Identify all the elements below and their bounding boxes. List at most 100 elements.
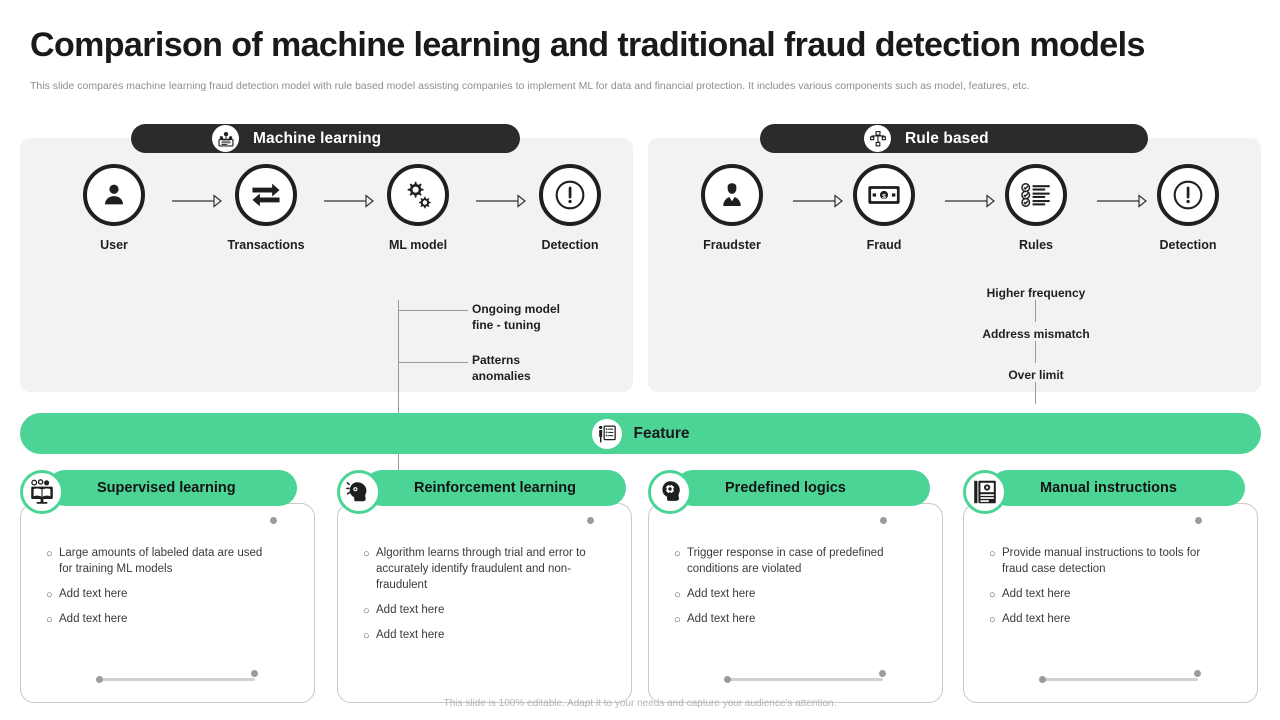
bullet-text: Add text here <box>376 628 445 641</box>
head-reward-icon <box>337 470 381 514</box>
list-item: ○ Add text here <box>674 587 897 603</box>
head-gear-icon <box>648 470 692 514</box>
list-item: ○ Add text here <box>989 587 1220 603</box>
card-title: Reinforcement learning <box>414 480 576 496</box>
list-item: ○ Provide manual instructions to tools f… <box>989 546 1220 578</box>
card-header[interactable]: Predefined logics <box>675 470 930 506</box>
card-connector-dot-bottom-right <box>251 670 258 677</box>
user-icon-circle <box>83 164 145 226</box>
flow-arrow-1 <box>172 194 222 208</box>
bullet-marker: ○ <box>46 588 53 601</box>
rule-detail-address-mismatch: Address mismatch <box>982 327 1090 341</box>
document-gear-icon <box>963 470 1007 514</box>
slide-footer: This slide is 100% editable. Adapt it to… <box>443 698 837 709</box>
flow-node-transactions[interactable]: Transactions <box>223 164 309 252</box>
bullet-marker: ○ <box>674 548 681 560</box>
flow-node-label: Detection <box>1159 238 1217 252</box>
bullet-marker: ○ <box>46 548 53 560</box>
card-header[interactable]: Manual instructions <box>990 470 1245 506</box>
panel-rule-based: Fraudster $ Fraud <box>648 138 1261 404</box>
flow-node-label: ML model <box>388 238 448 252</box>
detection-icon-circle <box>1157 164 1219 226</box>
card-title: Manual instructions <box>1040 480 1177 496</box>
ml-tree-icon-glyph <box>217 131 234 147</box>
book-monitor-icon <box>20 470 64 514</box>
list-item: ○ Algorithm learns through trial and err… <box>363 546 591 594</box>
bullet-text: Add text here <box>59 587 128 600</box>
flow-node-label: Fraud <box>866 238 902 252</box>
card-connector-dot-bottom-left <box>96 676 103 683</box>
card-connector-dot-top <box>880 517 887 524</box>
card-connector-dot-top <box>587 517 594 524</box>
card-connector-dot-top <box>270 517 277 524</box>
bullet-marker: ○ <box>989 548 996 560</box>
card-bullet-list: ○ Large amounts of labeled data are used… <box>46 546 271 637</box>
detail-line: fine - tuning <box>472 317 541 332</box>
card-connector-dot-bottom-right <box>1194 670 1201 677</box>
book-monitor-icon-glyph <box>31 479 53 504</box>
card-bullet-list: ○ Trigger response in case of predefined… <box>674 546 897 637</box>
card-header[interactable]: Reinforcement learning <box>364 470 626 506</box>
card-body <box>337 503 632 703</box>
bullet-text: Trigger response in case of predefined c… <box>687 547 884 575</box>
presentation-board-icon <box>591 418 622 449</box>
bullet-marker: ○ <box>674 588 681 601</box>
flow-arrow-3 <box>476 194 526 208</box>
bullet-text: Add text here <box>1002 587 1071 600</box>
panel-header-rule-based[interactable]: Rule based <box>760 124 1148 153</box>
flow-node-fraud[interactable]: $ Fraud <box>841 164 927 252</box>
list-item: ○ Add text here <box>363 603 591 619</box>
alert-exclamation-icon <box>555 180 585 210</box>
transfer-arrows-icon <box>252 183 280 207</box>
feature-bar[interactable]: Feature <box>20 413 1261 454</box>
flow-node-label: Transactions <box>227 238 305 252</box>
ml-detail-patterns-anomalies: Patterns anomalies <box>472 353 531 385</box>
flow-node-label: User <box>100 238 128 252</box>
ml-model-icon-circle <box>387 164 449 226</box>
detail-line: Ongoing model <box>472 302 560 316</box>
bullet-text: Add text here <box>59 612 128 625</box>
card-header[interactable]: Supervised learning <box>47 470 297 506</box>
list-item: ○ Trigger response in case of predefined… <box>674 546 897 578</box>
bullet-marker: ○ <box>363 548 370 560</box>
flow-node-user[interactable]: User <box>71 164 157 252</box>
hierarchy-nodes-icon <box>864 125 891 152</box>
feature-bar-label: Feature <box>633 424 690 442</box>
list-item: ○ Add text here <box>46 587 271 603</box>
panel-header-label: Machine learning <box>253 129 382 147</box>
panel-header-label: Rule based <box>905 129 989 147</box>
list-item: ○ Add text here <box>674 612 897 628</box>
flow-arrow-2 <box>945 194 995 208</box>
bullet-text: Add text here <box>1002 612 1071 625</box>
card-connector-dot-top <box>1195 517 1202 524</box>
flow-node-rules[interactable]: Rules <box>993 164 1079 252</box>
card-connector-dot-bottom-left <box>1039 676 1046 683</box>
ml-detail-ongoing-tuning: Ongoing model fine - tuning <box>472 302 560 334</box>
ml-branch-horizontal-2 <box>398 362 468 363</box>
flow-node-label: Detection <box>541 238 599 252</box>
ml-flow: User Transactions <box>20 164 633 294</box>
flow-node-detection[interactable]: Detection <box>527 164 613 252</box>
user-icon <box>105 184 123 205</box>
list-item: ○ Add text here <box>989 612 1220 628</box>
flow-node-ml-model[interactable]: ML model <box>375 164 461 252</box>
ml-tree-icon <box>212 125 239 152</box>
flow-node-detection[interactable]: Detection <box>1145 164 1231 252</box>
bullet-marker: ○ <box>989 588 996 601</box>
panel-header-machine-learning[interactable]: Machine learning <box>131 124 520 153</box>
bullet-text: Add text here <box>687 587 756 600</box>
rule-detail-over-limit: Over limit <box>1008 368 1064 382</box>
panel-machine-learning: User Transactions <box>20 138 633 505</box>
card-connector-dot-bottom-right <box>879 670 886 677</box>
flow-node-fraudster[interactable]: Fraudster <box>689 164 775 252</box>
svg-text:$: $ <box>882 194 886 201</box>
rules-icon-circle <box>1005 164 1067 226</box>
flow-arrow-3 <box>1097 194 1147 208</box>
page-title: Comparison of machine learning and tradi… <box>30 26 1145 64</box>
head-reward-icon-glyph <box>346 482 367 502</box>
alert-exclamation-icon <box>1173 180 1203 210</box>
transactions-icon-circle <box>235 164 297 226</box>
list-item: ○ Add text here <box>363 628 591 644</box>
card-title: Predefined logics <box>725 480 846 496</box>
